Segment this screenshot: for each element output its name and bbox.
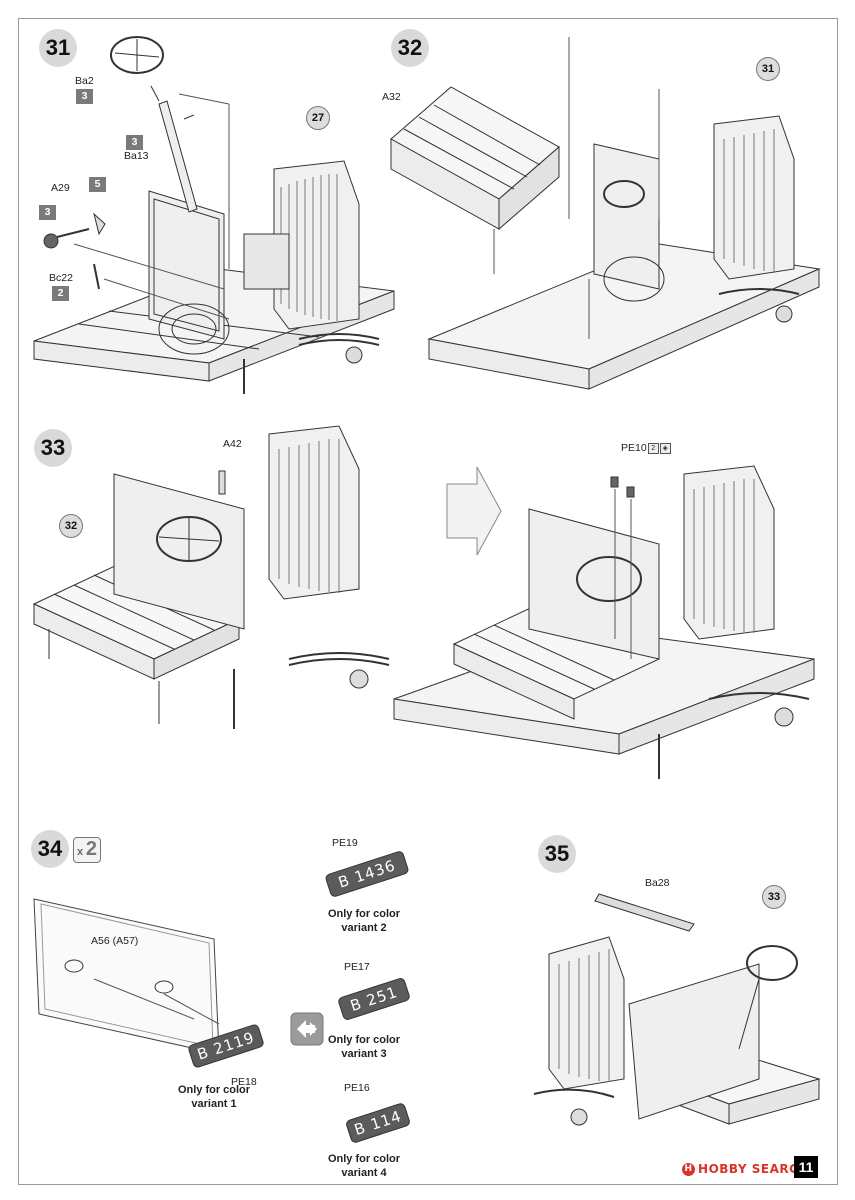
step32-chassis-drawing [390, 37, 821, 390]
qty-box-a29-paint: 5 [89, 177, 106, 192]
part-label-ba2: Ba2 [75, 75, 94, 87]
callout-step-31: 31 [756, 57, 780, 81]
part-label-ba13: Ba13 [124, 150, 149, 162]
watermark-logo-icon: H [682, 1163, 696, 1176]
watermark-text: HOBBY SEARCH [698, 1162, 809, 1176]
step-number-35: 35 [538, 835, 576, 873]
part-label-a56: A56 (A57) [91, 935, 139, 947]
arrow-right-icon [446, 466, 502, 556]
part-label-a32: A32 [382, 91, 401, 103]
step33-left-drawing [32, 425, 390, 729]
step34-panel-drawing [33, 898, 324, 1055]
note-variant-4: Only for color variant 4 [327, 1153, 401, 1179]
multiplier-n: 2 [85, 838, 97, 860]
instruction-page: 31 32 33 34 35 Ba2 3 3 Ba13 5 A29 3 Bc22… [18, 18, 838, 1185]
qty-box-bc22: 2 [52, 286, 69, 301]
step31-chassis-drawing [33, 36, 395, 394]
part-label-a29: A29 [51, 182, 70, 194]
pe10-text: PE10 [621, 442, 647, 454]
part-label-pe16: PE16 [344, 1082, 370, 1094]
part-label-pe17: PE17 [344, 961, 370, 973]
callout-step-33: 33 [762, 885, 786, 909]
part-label-a42: A42 [223, 438, 242, 450]
part-label-pe18: PE18 [231, 1076, 257, 1088]
note-variant-2: Only for color variant 2 [327, 908, 401, 934]
note-variant-3: Only for color variant 3 [327, 1034, 401, 1060]
step-number-32: 32 [391, 29, 429, 67]
step-number-34: 34 [31, 830, 69, 868]
multiplier-x: x [77, 846, 84, 858]
multiplier-badge: x 2 [73, 837, 101, 863]
line-art [32, 36, 821, 1126]
qty-box-ba13: 3 [126, 135, 143, 150]
step33-right-drawing [393, 465, 815, 779]
qty-box-a29-knob: 3 [39, 205, 56, 220]
pe-qty-badge: 2 [647, 442, 659, 454]
callout-step-32: 32 [59, 514, 83, 538]
note-variant-1: Only for color variant 1 [177, 1084, 251, 1110]
page-number: 11 [794, 1156, 818, 1178]
steering-wheel-icon [110, 36, 164, 74]
step35-drawing [533, 893, 821, 1126]
photo-etch-icon: ◈ [659, 442, 671, 454]
qty-box-ba2: 3 [76, 89, 93, 104]
callout-step-27: 27 [306, 106, 330, 130]
step-number-33: 33 [34, 429, 72, 467]
step-number-31: 31 [39, 29, 77, 67]
part-label-pe19: PE19 [332, 837, 358, 849]
part-label-ba28: Ba28 [645, 877, 670, 889]
part-label-bc22: Bc22 [49, 272, 73, 284]
